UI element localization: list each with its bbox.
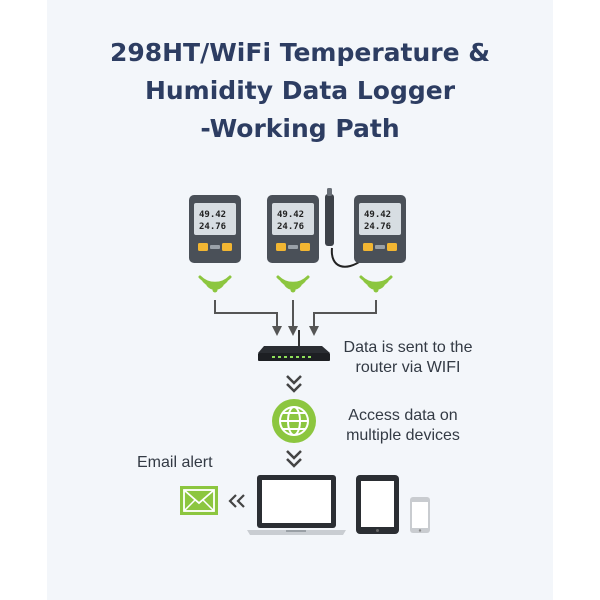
tablet-icon <box>356 475 399 534</box>
logger-3-humidity: 49.42 <box>364 210 391 220</box>
title-line-2: Humidity Data Logger <box>144 76 456 105</box>
router-caption: Data is sent to the router via WIFI <box>340 338 476 378</box>
wifi-signal-icon <box>198 275 232 293</box>
data-logger-2: 49.42 24.76 <box>267 195 319 263</box>
page-title: 298HT/WiFi Temperature & Humidity Data L… <box>47 34 553 148</box>
chevron-down-icon <box>286 450 302 468</box>
external-probe <box>325 188 363 268</box>
router-icon <box>258 330 330 361</box>
chevron-left-icon <box>228 494 245 508</box>
laptop-icon <box>247 475 346 535</box>
logger-1-humidity: 49.42 <box>199 210 226 220</box>
email-icon <box>180 486 218 515</box>
logger-2-humidity: 49.42 <box>277 210 304 220</box>
logger-2-temperature: 24.76 <box>277 222 304 232</box>
logger-3-temperature: 24.76 <box>364 222 391 232</box>
signal-arrows <box>214 300 377 336</box>
cloud-caption-line-1: Access data on <box>348 407 458 424</box>
data-logger-3: 49.42 24.76 <box>354 195 406 263</box>
phone-icon <box>410 497 430 533</box>
router-caption-line-1: Data is sent to the <box>343 339 473 356</box>
wifi-signal-icon <box>276 275 310 293</box>
router-caption-line-2: router via WIFI <box>355 359 461 376</box>
title-line-3: -Working Path <box>200 114 400 143</box>
wifi-signal-icon <box>359 275 393 293</box>
logger-1-temperature: 24.76 <box>199 222 226 232</box>
data-logger-1: 49.42 24.76 <box>189 195 241 263</box>
title-line-1: 298HT/WiFi Temperature & <box>109 38 491 67</box>
cloud-caption-line-2: multiple devices <box>346 427 460 444</box>
email-alert-caption: Email alert <box>137 454 213 471</box>
cloud-caption: Access data on multiple devices <box>336 406 470 446</box>
chevron-down-icon <box>286 375 302 393</box>
globe-icon <box>272 399 316 443</box>
